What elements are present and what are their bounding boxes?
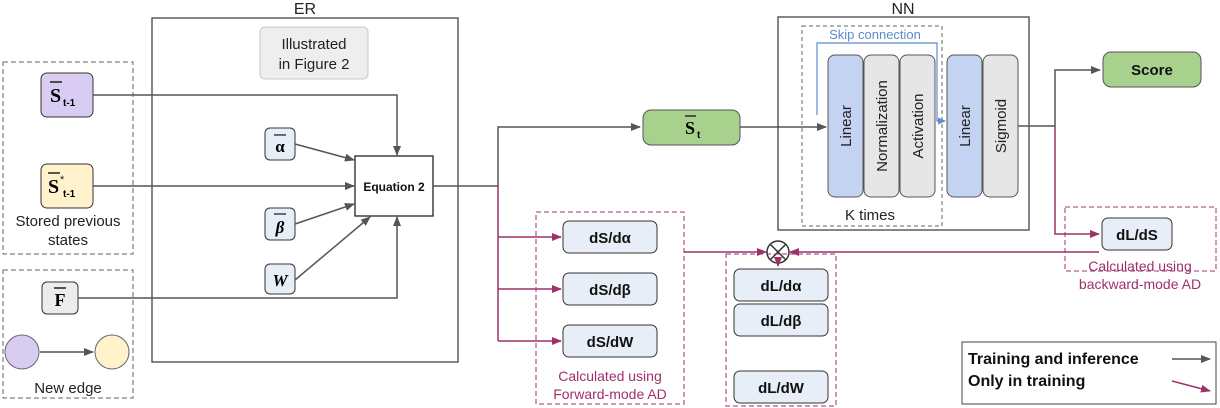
new-edge-caption: New edge	[34, 380, 102, 397]
nn-title: NN	[891, 1, 914, 18]
forward-caption-2: Forward-mode AD	[553, 386, 667, 402]
prev-state-star-sub: t-1	[63, 189, 76, 200]
dl-ds-label: dL/dS	[1116, 227, 1158, 244]
er-title: ER	[294, 1, 316, 18]
prev-state-sub: t-1	[63, 98, 76, 109]
score-node	[1102, 51, 1202, 88]
forward-ad-box	[535, 211, 685, 405]
beta-label: β	[275, 218, 285, 237]
star-mark: *	[60, 174, 65, 186]
ds-dbeta-label: dS/dβ	[589, 282, 631, 299]
nn-layer-label: Sigmoid	[993, 99, 1010, 153]
edge-feature-label: F	[55, 290, 66, 310]
score-label: Score	[1131, 62, 1173, 79]
w-node	[264, 263, 296, 295]
arrow-edge-feature-to-equation	[78, 216, 401, 299]
backward-caption-2: backward-mode AD	[1079, 276, 1201, 292]
skip-connection-label: Skip connection	[829, 27, 921, 42]
nn-layer-label: Activation	[910, 93, 927, 158]
nn-layer-activation	[899, 54, 936, 198]
arrow-nn-to-score	[1054, 66, 1101, 126]
prev-state-node	[40, 72, 94, 118]
arrow-prev-state-to-equation	[93, 94, 401, 156]
er-note-line1: Illustrated	[281, 36, 346, 53]
equation-label: Equation 2	[363, 180, 425, 194]
er-block	[151, 17, 459, 363]
legend-plum-arrow	[1171, 380, 1211, 393]
nn-layer-linear-2	[946, 54, 983, 198]
legend-training-inference-label: Training and inference	[968, 351, 1139, 368]
state-sub: t	[697, 130, 701, 141]
nn-layer-label: Linear	[838, 105, 855, 147]
k-times-box	[801, 25, 943, 227]
equation-node	[354, 155, 434, 217]
arrow-w-to-equation	[294, 216, 371, 281]
prev-state-label: S	[50, 85, 61, 107]
ds-dalpha-label: dS/dα	[589, 230, 631, 247]
arrow-nn-to-backward	[1054, 126, 1100, 238]
dl-dalpha-label: dL/dα	[761, 278, 803, 295]
ds-dalpha-node	[562, 220, 658, 254]
dl-ds-node	[1101, 217, 1173, 251]
w-label: W	[272, 271, 289, 290]
stored-states-caption-1: Stored previous	[15, 213, 120, 230]
dl-dbeta-node	[733, 303, 829, 337]
stored-states-caption-2: states	[48, 232, 88, 249]
results-box	[725, 253, 837, 407]
legend-training-only-label: Only in training	[968, 373, 1085, 390]
forward-caption-1: Calculated using	[558, 368, 662, 384]
backward-caption-1: Calculated using	[1088, 258, 1192, 274]
er-note	[259, 26, 369, 80]
product-operator-icon	[769, 243, 787, 261]
ds-dw-node	[562, 324, 658, 358]
target-node	[94, 334, 130, 370]
arrow-beta-to-equation	[294, 203, 355, 225]
nn-layer-label: Linear	[957, 105, 974, 147]
arrow-alpha-to-equation	[294, 143, 355, 162]
nn-block	[777, 16, 1030, 231]
backward-ad-box	[1064, 206, 1217, 272]
stored-states-box	[2, 61, 134, 255]
source-node	[4, 334, 40, 370]
nn-layer-linear-1	[827, 54, 864, 198]
dl-dw-label: dL/dW	[758, 380, 805, 397]
legend-box	[961, 341, 1217, 405]
new-edge-box	[2, 269, 134, 399]
nn-layer-normalization	[863, 54, 900, 198]
skip-connection-arrow	[816, 42, 946, 125]
prev-state-star-label: S	[48, 176, 59, 198]
er-note-line2: in Figure 2	[279, 56, 350, 73]
arrow-equation-to-state	[433, 123, 641, 187]
ds-dw-label: dS/dW	[587, 334, 634, 351]
ds-dbeta-node	[562, 272, 658, 306]
dl-dbeta-label: dL/dβ	[761, 313, 802, 330]
state-label: S	[685, 118, 695, 138]
k-times-label: K times	[845, 207, 895, 224]
nn-layer-label: Normalization	[874, 80, 891, 172]
dl-dw-node	[733, 370, 829, 404]
alpha-label: α	[275, 137, 285, 156]
dl-dalpha-node	[733, 268, 829, 302]
